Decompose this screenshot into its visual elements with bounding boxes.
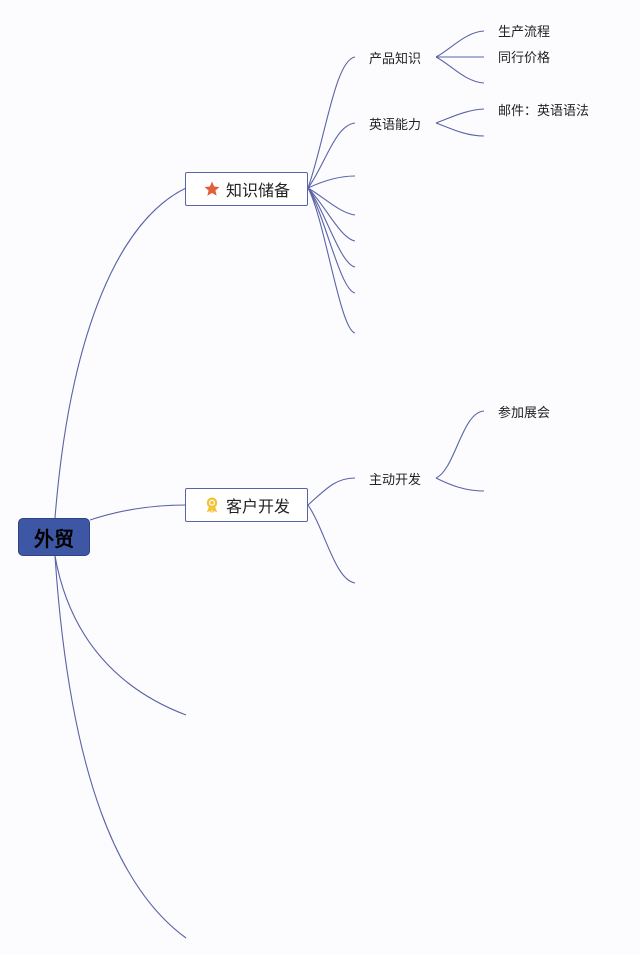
link-knowledge-empty-4 [307, 187, 356, 268]
root-node[interactable]: 外贸 [18, 518, 90, 556]
link-knowledge-empty-2 [307, 187, 356, 216]
link-knowledge-english [307, 122, 356, 189]
link-root-empty-2 [54, 555, 187, 939]
link-product-process [435, 30, 485, 58]
link-root-empty-1 [54, 555, 187, 716]
root-label: 外贸 [34, 526, 74, 551]
link-knowledge-product [307, 56, 356, 189]
link-english-email [435, 108, 485, 124]
topic-trade-fair[interactable]: 参加展会 [498, 406, 551, 421]
link-product-empty [435, 56, 485, 84]
branch-client-node[interactable]: 客户开发 [185, 488, 308, 522]
link-knowledge-empty-3 [307, 187, 356, 242]
topic-active-development[interactable]: 主动开发 [369, 473, 422, 488]
link-knowledge-empty-1 [307, 175, 356, 189]
link-english-empty [435, 122, 485, 137]
award-ribbon-icon [203, 496, 221, 514]
link-root-client [89, 504, 187, 521]
topic-production-process[interactable]: 生产流程 [498, 25, 551, 40]
link-client-empty [307, 504, 356, 584]
branch-knowledge-label: 知识储备 [225, 181, 290, 200]
link-knowledge-empty-6 [307, 187, 356, 334]
link-client-active [307, 477, 356, 506]
branch-client-label: 客户开发 [225, 497, 290, 516]
topic-english-ability[interactable]: 英语能力 [369, 118, 422, 133]
link-active-fair [435, 410, 485, 479]
link-active-empty [435, 477, 485, 492]
topic-peer-pricing[interactable]: 同行价格 [498, 51, 551, 66]
topic-email-grammar[interactable]: 邮件：英语语法 [498, 104, 590, 119]
link-knowledge-empty-5 [307, 187, 356, 294]
topic-product-knowledge[interactable]: 产品知识 [369, 52, 422, 67]
star-icon [203, 180, 221, 198]
branch-knowledge-node[interactable]: 知识储备 [185, 172, 308, 206]
link-root-knowledge [54, 187, 187, 519]
